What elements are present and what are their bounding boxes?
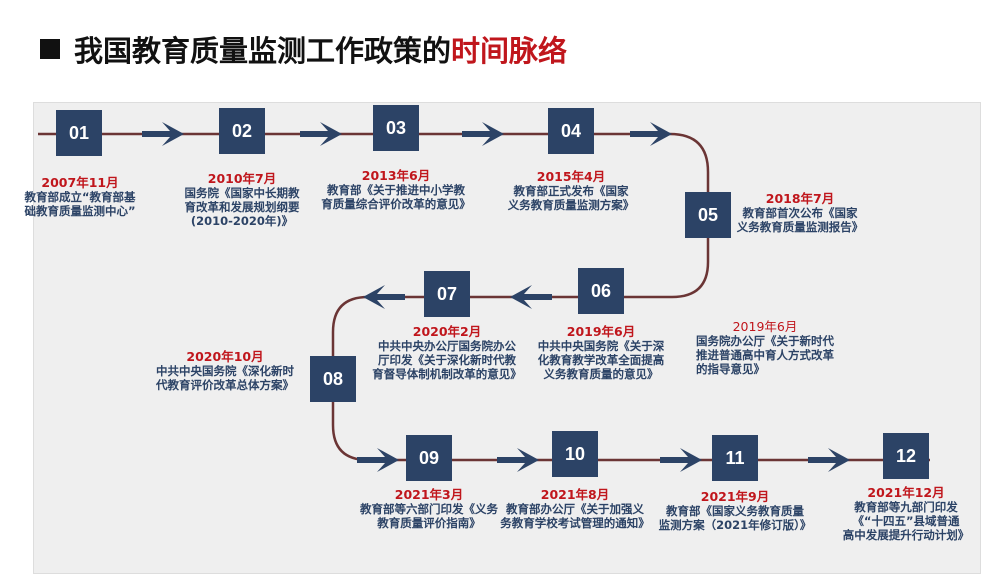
event-text-line: 中共中央办公厅国务院办公 — [378, 339, 516, 353]
event-date: 2021年8月 — [540, 487, 610, 502]
arrow-right-icon — [660, 448, 702, 472]
event-text-line: (2010-2020年)》 — [190, 214, 294, 228]
event-description: 2021年12月教育部等九部门印发《“十四五”县域普通高中发展提升行动计划》 — [842, 485, 970, 543]
event-number-box: 04 — [548, 108, 594, 154]
event-number-box: 09 — [406, 435, 452, 481]
event-text-line: 教育部办公厅《关于加强义 — [506, 502, 644, 516]
event-date: 2007年11月 — [41, 175, 119, 190]
event-number-box: 02 — [219, 108, 265, 154]
event-number-box: 03 — [373, 105, 419, 151]
event-number-box: 11 — [712, 435, 758, 481]
event-date: 2010年7月 — [207, 171, 277, 186]
arrow-left-icon — [510, 285, 552, 309]
arrow-right-icon — [142, 122, 184, 146]
event-text-line: 教育部正式发布《国家 — [513, 184, 629, 198]
event-text-line: 教育部《国家义务教育质量 — [665, 504, 804, 518]
event-text-line: 义务教育质量监测方案》 — [507, 198, 635, 212]
event-number-box: 01 — [56, 110, 102, 156]
event-extra: 2019年6月 国务院办公厅《关于新时代 推进普通高中育人方式改革 的指导意见》 — [696, 319, 834, 377]
arrow-right-icon — [462, 122, 504, 146]
event-description: 2019年6月中共中央国务院《关于深化教育教学改革全面提高义务教育质量的意见》 — [537, 324, 665, 382]
page-title: 我国教育质量监测工作政策的时间脉络 — [40, 28, 567, 70]
event-description: 2007年11月教育部成立“教育部基础教育质量监测中心” — [24, 175, 136, 219]
event-text-line: 础教育质量监测中心” — [24, 204, 136, 218]
event-description: 2010年7月国务院《国家中长期教育改革和发展规划纲要(2010-2020年)》 — [184, 171, 300, 229]
event-description: 2021年3月教育部等六部门印发《义务教育质量评价指南》 — [360, 487, 498, 531]
event-date: 2015年4月 — [536, 169, 606, 184]
event-text-line: 育改革和发展规划纲要 — [184, 200, 300, 214]
event-text-line: 代教育评价改革总体方案》 — [156, 378, 294, 392]
arrow-right-icon — [300, 122, 342, 146]
event-text-line: 厅印发《关于深化新时代教 — [378, 353, 516, 367]
event-number-box: 05 — [685, 192, 731, 238]
event-description: 2021年8月教育部办公厅《关于加强义务教育学校考试管理的通知》 — [500, 487, 650, 531]
event-number-box: 10 — [552, 431, 598, 477]
event-text-line: 监测方案（2021年修订版）》 — [658, 518, 812, 532]
arrow-right-icon — [630, 122, 672, 146]
event-text-line: 高中发展提升行动计划》 — [842, 528, 970, 542]
event-text-line: 教育部等九部门印发 — [854, 500, 958, 514]
square-bullet-icon — [40, 39, 60, 59]
event-text-line: 教育部等六部门印发《义务 — [360, 502, 498, 516]
event-text-line: 育督导体制机制改革的意见》 — [372, 367, 522, 381]
event-date: 2013年6月 — [361, 168, 431, 183]
title-highlight: 时间脉络 — [451, 34, 568, 68]
event-text-line: 教育部首次公布《国家 — [742, 206, 858, 220]
event-date: 2020年2月 — [412, 324, 482, 339]
event-text-line: 国务院《国家中长期教 — [184, 186, 300, 200]
arrow-right-icon — [808, 448, 850, 472]
event-description: 2018年7月教育部首次公布《国家义务教育质量监测报告》 — [736, 191, 864, 235]
event-text-line: 义务教育质量监测报告》 — [736, 220, 864, 234]
event-text-line: 教育部成立“教育部基 — [24, 190, 136, 204]
arrow-right-icon — [357, 448, 399, 472]
event-text-line: 教育质量评价指南》 — [377, 516, 481, 530]
event-text-line: 务教育学校考试管理的通知》 — [500, 516, 650, 530]
event-text-line: 教育部《关于推进中小学教 — [327, 183, 465, 197]
event-text-line: 化教育教学改革全面提高 — [537, 353, 665, 367]
event-text-line: 义务教育质量的意见》 — [543, 367, 659, 381]
event-text-line: 《“十四五”县域普通 — [852, 514, 960, 528]
event-date: 2021年3月 — [394, 487, 464, 502]
timeline-path — [38, 122, 930, 472]
event-date: 2021年9月 — [700, 489, 770, 504]
event-number-box: 12 — [883, 433, 929, 479]
event-text-line: 中共中央国务院《深化新时 — [156, 364, 294, 378]
event-date: 2018年7月 — [765, 191, 835, 206]
event-description: 2020年10月中共中央国务院《深化新时代教育评价改革总体方案》 — [156, 349, 294, 393]
event-description: 2021年9月教育部《国家义务教育质量监测方案（2021年修订版）》 — [658, 489, 812, 533]
event-text-line: 育质量综合评价改革的意见》 — [321, 197, 471, 211]
event-text-line: 中共中央国务院《关于深 — [537, 339, 665, 353]
event-description: 2020年2月中共中央办公厅国务院办公厅印发《关于深化新时代教育督导体制机制改革… — [372, 324, 522, 382]
event-date: 2021年12月 — [867, 485, 945, 500]
event-description: 2015年4月教育部正式发布《国家义务教育质量监测方案》 — [507, 169, 635, 213]
event-number-box: 06 — [578, 268, 624, 314]
event-date: 2019年6月 — [566, 324, 636, 339]
arrow-left-icon — [363, 285, 405, 309]
event-date: 2020年10月 — [186, 349, 264, 364]
arrow-right-icon — [497, 448, 539, 472]
event-description: 2013年6月教育部《关于推进中小学教育质量综合评价改革的意见》 — [321, 168, 471, 212]
event-number-box: 07 — [424, 271, 470, 317]
event-number-box: 08 — [310, 356, 356, 402]
timeline-panel — [33, 102, 981, 574]
